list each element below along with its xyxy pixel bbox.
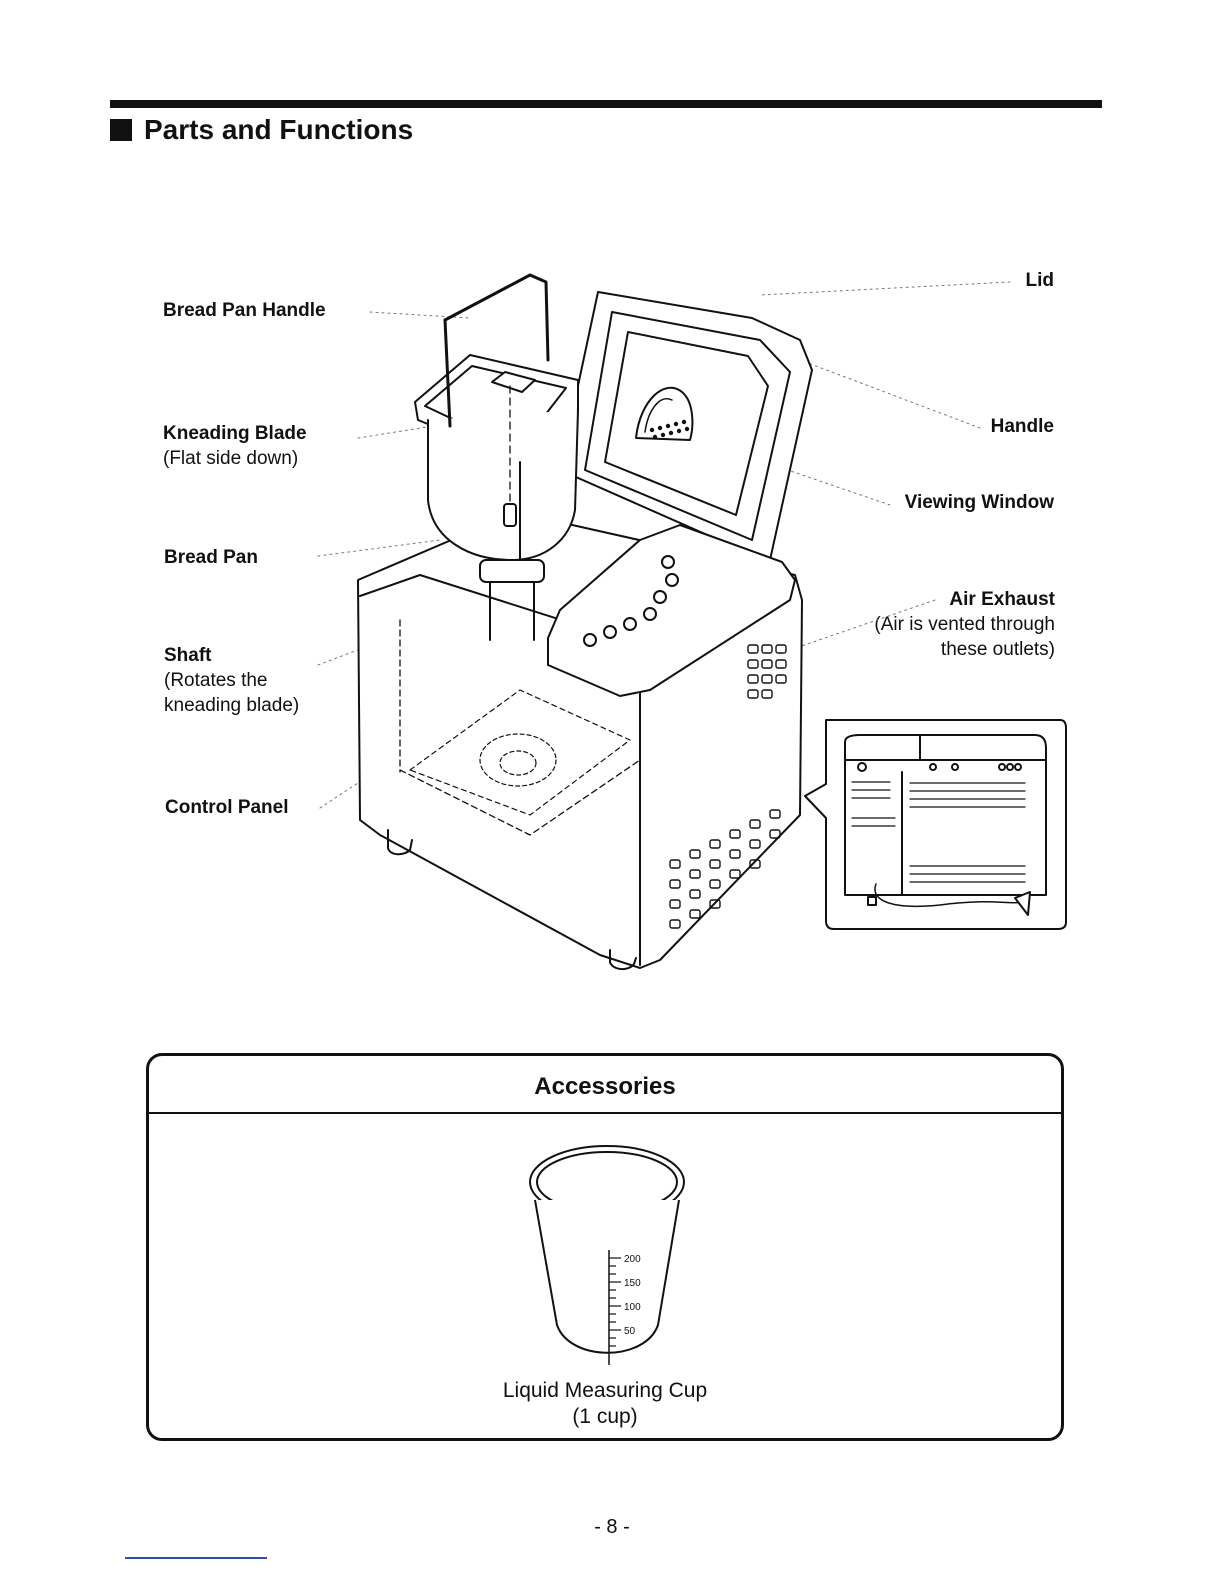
lid-illustration xyxy=(560,292,812,560)
measuring-cup-illustration: 200 150 100 50 xyxy=(525,1140,690,1365)
cup-size: (1 cup) xyxy=(149,1404,1061,1430)
rear-view-inset xyxy=(805,720,1066,929)
cup-name: Liquid Measuring Cup xyxy=(149,1378,1061,1404)
accessories-panel: Accessories 200 150 100 50 Liquid Measur… xyxy=(146,1053,1064,1441)
cup-scale-50: 50 xyxy=(624,1326,636,1337)
cup-scale-200: 200 xyxy=(624,1254,641,1265)
page-number: - 8 - xyxy=(0,1516,1224,1539)
bread-maker-diagram xyxy=(0,0,1224,1000)
cup-scale-100: 100 xyxy=(624,1302,641,1313)
cup-scale-150: 150 xyxy=(624,1278,641,1289)
footer-rule xyxy=(125,1557,267,1559)
accessories-title: Accessories xyxy=(149,1056,1061,1114)
